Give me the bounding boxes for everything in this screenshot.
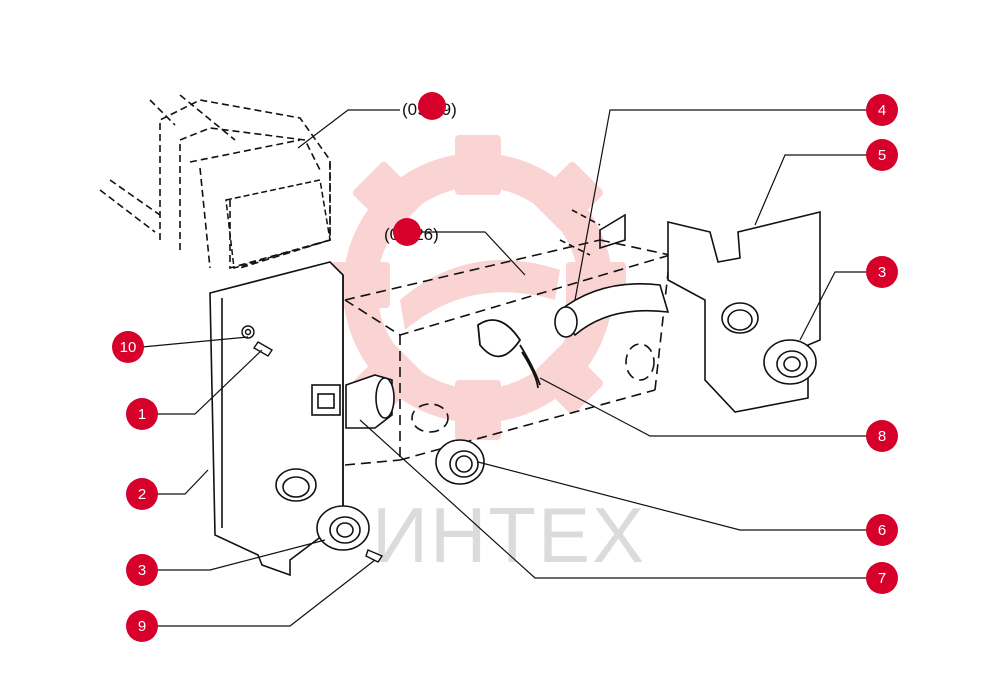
callout-7[interactable]: 7	[866, 562, 898, 594]
watermark-text: ИНТЕХ	[372, 491, 646, 579]
cable-tie	[477, 319, 541, 389]
grommet-right	[763, 339, 817, 385]
callout-5[interactable]: 5	[866, 139, 898, 171]
callout-2[interactable]: 2	[126, 478, 158, 510]
leader-lines	[141, 109, 868, 627]
pipe-left	[345, 374, 395, 429]
svg-text:3: 3	[138, 562, 146, 579]
svg-text:7: 7	[878, 570, 886, 587]
callout-8[interactable]: 8	[866, 420, 898, 452]
upper-bracket-dashed	[99, 94, 331, 270]
svg-text:3: 3	[878, 264, 886, 281]
reference-marker-09-29	[418, 92, 446, 120]
callout-6[interactable]: 6	[866, 514, 898, 546]
svg-text:5: 5	[878, 147, 886, 164]
left-side-panel	[209, 261, 344, 577]
hose	[554, 283, 670, 338]
grommet-center	[435, 439, 485, 485]
callout-10[interactable]: 10	[112, 331, 144, 363]
screw-part-9	[365, 549, 384, 563]
svg-text:4: 4	[878, 102, 886, 119]
svg-text:8: 8	[878, 428, 886, 445]
upper-bracket-plate	[225, 179, 331, 269]
callout-4[interactable]: 4	[866, 94, 898, 126]
callout-9[interactable]: 9	[126, 610, 158, 642]
svg-text:2: 2	[138, 486, 146, 503]
grommet-left	[316, 505, 370, 551]
callout-3-right[interactable]: 3	[866, 256, 898, 288]
reference-marker-09-26	[393, 218, 421, 246]
svg-text:1: 1	[138, 406, 146, 423]
callout-1[interactable]: 1	[126, 398, 158, 430]
screw-part-1	[253, 341, 273, 357]
watermark-gear-logo	[330, 135, 626, 440]
svg-text:10: 10	[120, 339, 137, 356]
nut-part-10	[241, 325, 255, 339]
callout-3-left[interactable]: 3	[126, 554, 158, 586]
svg-text:6: 6	[878, 522, 886, 539]
svg-text:9: 9	[138, 618, 146, 635]
